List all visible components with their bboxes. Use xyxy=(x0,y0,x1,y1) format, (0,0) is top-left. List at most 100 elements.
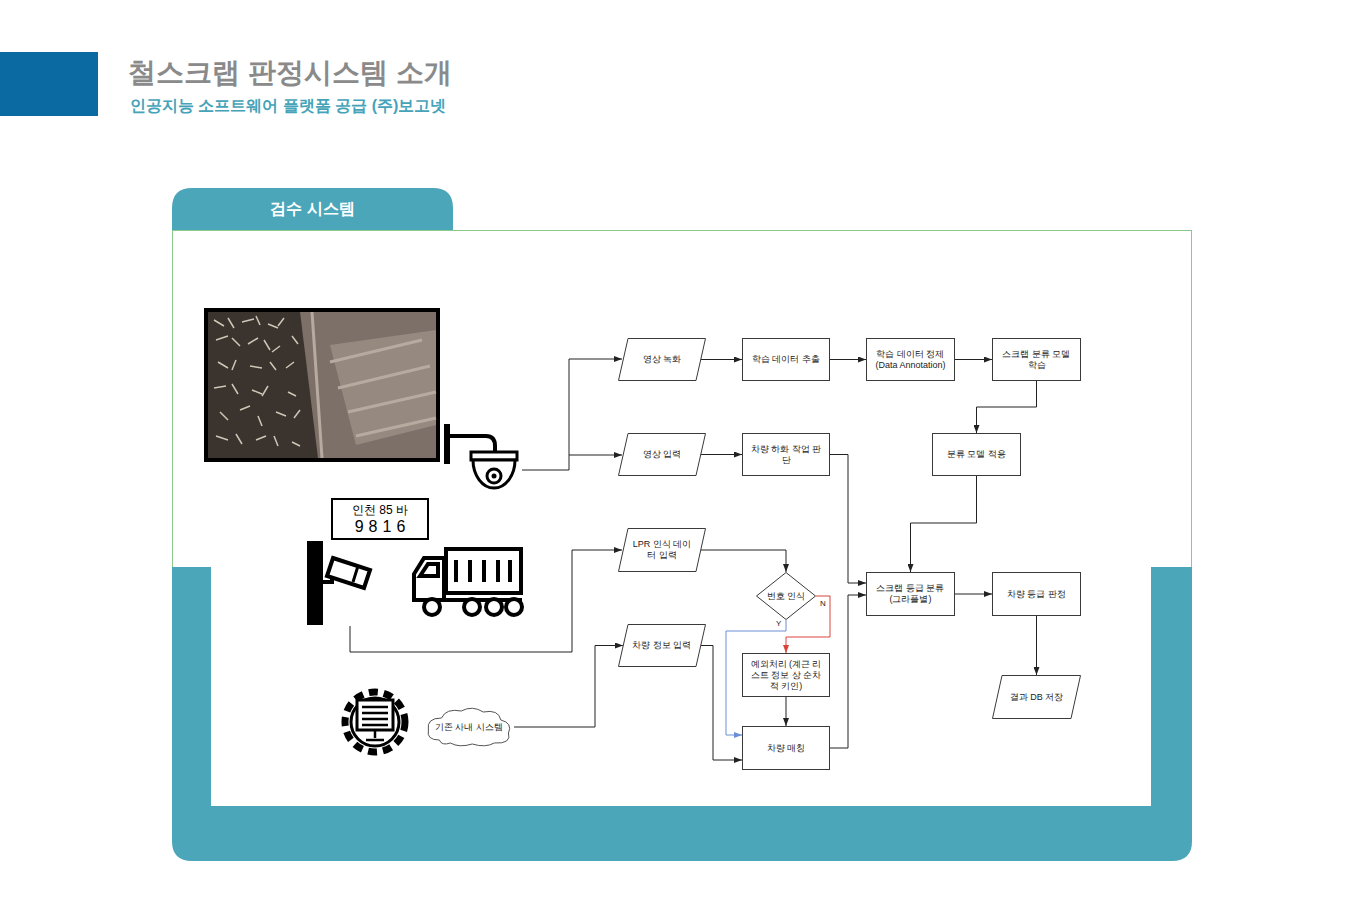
panel-heading: 검수 시스템 xyxy=(270,199,354,219)
panel-bottom-band xyxy=(172,567,1192,861)
node-label: 분류 모델 적용 xyxy=(947,449,1006,460)
node-label: 스크랩 분류 모델 학습 xyxy=(997,349,1076,371)
process-box: 스크랩 등급 분류 (그라플별) xyxy=(866,572,955,616)
license-plate: 인천 85 바9816 xyxy=(331,498,429,540)
gear-ring xyxy=(351,698,399,746)
io-parallelogram: 영상 녹화 xyxy=(618,338,706,381)
connector xyxy=(830,359,866,360)
edge-label: N xyxy=(819,599,827,608)
panel-outline xyxy=(172,188,1192,861)
lpr-camera-lens xyxy=(353,566,358,582)
diamond-shape xyxy=(757,573,816,620)
photo-chute xyxy=(300,312,436,458)
panel-tab xyxy=(172,188,453,230)
node-label: 기존 사내 시스템 xyxy=(435,722,503,733)
photo-ground xyxy=(208,312,436,458)
node-label: 학습 데이터 정제 (Data Annotation) xyxy=(871,349,950,371)
process-box: 예외처리 (계근 리스트 정보 상 순차적 키인) xyxy=(742,653,830,697)
truck-ribs xyxy=(456,560,510,582)
truck-wheel xyxy=(424,599,440,615)
connector xyxy=(955,594,992,595)
camera-wall-plate xyxy=(444,424,450,464)
camera-wire xyxy=(569,455,622,456)
process-box: 분류 모델 적용 xyxy=(932,433,1021,476)
text-holder: 스크랩 등급 분류 (그라플별) xyxy=(867,573,954,615)
io-parallelogram: 결과 DB 저장 xyxy=(992,675,1081,719)
node-label: 영상 입력 xyxy=(643,449,682,460)
node-label: 스크랩 등급 분류 (그라플별) xyxy=(871,583,950,605)
parallelogram-shape xyxy=(619,339,706,381)
text-holder: 차량 하화 작업 판단 xyxy=(743,434,829,475)
photo-ramp-lines xyxy=(312,312,436,458)
panel-top-area xyxy=(173,231,1192,568)
truck-body xyxy=(446,549,521,593)
text-holder: 학습 데이터 추출 xyxy=(743,339,829,380)
server-lines xyxy=(362,707,388,740)
camera-pole xyxy=(307,541,323,625)
io-parallelogram: 차량 정보 입력 xyxy=(618,624,706,667)
plate-number: 9816 xyxy=(350,517,411,536)
node-label: 영상 녹화 xyxy=(643,354,682,365)
text-holder: 학습 데이터 정제 (Data Annotation) xyxy=(867,339,954,380)
camera-lens xyxy=(487,469,501,483)
text-holder: 인천 85 바9816 xyxy=(333,500,427,538)
text-holder: 차량 정보 입력 xyxy=(618,624,706,667)
text-holder: 차량 매칭 xyxy=(743,727,829,769)
process-box: 차량 등급 판정 xyxy=(992,572,1081,616)
connector xyxy=(701,359,742,360)
page-subtitle: 인공지능 소프트웨어 플랫폼 공급 (주)보고넷 xyxy=(130,96,446,117)
text-holder: 영상 입력 xyxy=(618,433,706,476)
header-block xyxy=(0,52,98,116)
text-holder: 스크랩 분류 모델 학습 xyxy=(993,339,1080,380)
photo-frame xyxy=(204,308,440,462)
text-holder: LPR 인식 데이터 입력 xyxy=(618,528,706,572)
parallelogram-shape xyxy=(619,434,706,476)
cloud-shape xyxy=(428,708,510,746)
edge-label: Y xyxy=(775,619,782,628)
decision-diamond: 번호 인식 xyxy=(756,572,816,620)
text-holder: 기존 사내 시스템 xyxy=(424,706,514,748)
node-label: 학습 데이터 추출 xyxy=(752,354,820,365)
io-parallelogram: LPR 인식 데이터 입력 xyxy=(618,528,706,572)
photo-scrap-texture xyxy=(214,316,300,446)
text-holder: 영상 녹화 xyxy=(618,338,706,381)
node-label: 결과 DB 저장 xyxy=(1010,692,1064,703)
connector xyxy=(701,454,742,455)
process-box: 학습 데이터 추출 xyxy=(742,338,830,381)
text-holder: 분류 모델 적용 xyxy=(933,434,1020,475)
camera-lens-center xyxy=(492,474,497,479)
truck-cab xyxy=(414,558,444,600)
text-holder: 결과 DB 저장 xyxy=(992,675,1081,719)
io-parallelogram: 영상 입력 xyxy=(618,433,706,476)
node-label: LPR 인식 데이터 입력 xyxy=(630,539,694,561)
inspection-panel: 검수 시스템영상 녹화 학습 데이터 추출 학습 데이터 정제 (Data Anno… xyxy=(172,188,1192,861)
parallelogram-shape xyxy=(993,676,1081,719)
node-label: 차량 정보 입력 xyxy=(632,640,691,651)
truck-wheel xyxy=(486,599,502,615)
connector xyxy=(786,697,787,726)
parallelogram-shape xyxy=(619,625,706,667)
process-box: 차량 매칭 xyxy=(742,726,830,770)
parallelogram-shape xyxy=(619,529,706,572)
text-holder: 예외처리 (계근 리스트 정보 상 순차적 키인) xyxy=(743,654,829,696)
truck-wheel xyxy=(464,599,480,615)
plate-region: 인천 85 바 xyxy=(352,503,408,517)
connector xyxy=(955,359,992,360)
node-label: 차량 매칭 xyxy=(767,743,806,754)
node-label: 예외처리 (계근 리스트 정보 상 순차적 키인) xyxy=(747,659,825,692)
text-holder: 번호 인식 xyxy=(756,572,816,620)
process-box: 스크랩 분류 모델 학습 xyxy=(992,338,1081,381)
process-box: 학습 데이터 정제 (Data Annotation) xyxy=(866,338,955,381)
node-label: 차량 하화 작업 판단 xyxy=(747,444,825,466)
node-label: 차량 등급 판정 xyxy=(1007,589,1066,600)
panel-inner-area xyxy=(211,567,1151,806)
truck-wheel xyxy=(506,599,522,615)
node-label: 번호 인식 xyxy=(767,591,806,602)
page-title: 철스크랩 판정시스템 소개 xyxy=(128,54,452,92)
connector xyxy=(1036,616,1037,675)
process-box: 차량 하화 작업 판단 xyxy=(742,433,830,476)
text-holder: 검수 시스템 xyxy=(172,188,453,230)
text-holder: 차량 등급 판정 xyxy=(993,573,1080,615)
system-cloud: 기존 사내 시스템 xyxy=(424,706,514,748)
